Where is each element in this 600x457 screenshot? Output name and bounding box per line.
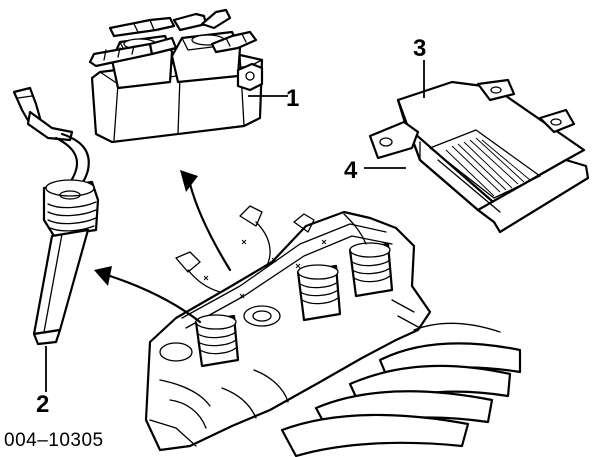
- arrow-to-coil-pack: [180, 170, 232, 272]
- figure-part-number: 004–10305: [4, 430, 104, 451]
- coil-tower-mid: [296, 264, 342, 322]
- coil-tower-rear: [348, 242, 394, 298]
- arrow-to-single-coil: [94, 266, 202, 324]
- callout-1: 1: [286, 85, 299, 112]
- ignition-coil-pack: 1: [88, 8, 299, 144]
- callout-3: 3: [413, 35, 426, 62]
- callout-4: 4: [344, 157, 358, 184]
- engine-cylinder-head: [144, 205, 522, 457]
- head-bolts: [203, 239, 327, 299]
- callout-2: 2: [36, 391, 49, 418]
- coil-on-plug-unit: 2: [12, 86, 100, 418]
- intake-manifold: [280, 322, 522, 457]
- coil-tower-front: [194, 314, 240, 368]
- ignition-control-module: 3 4: [344, 35, 590, 234]
